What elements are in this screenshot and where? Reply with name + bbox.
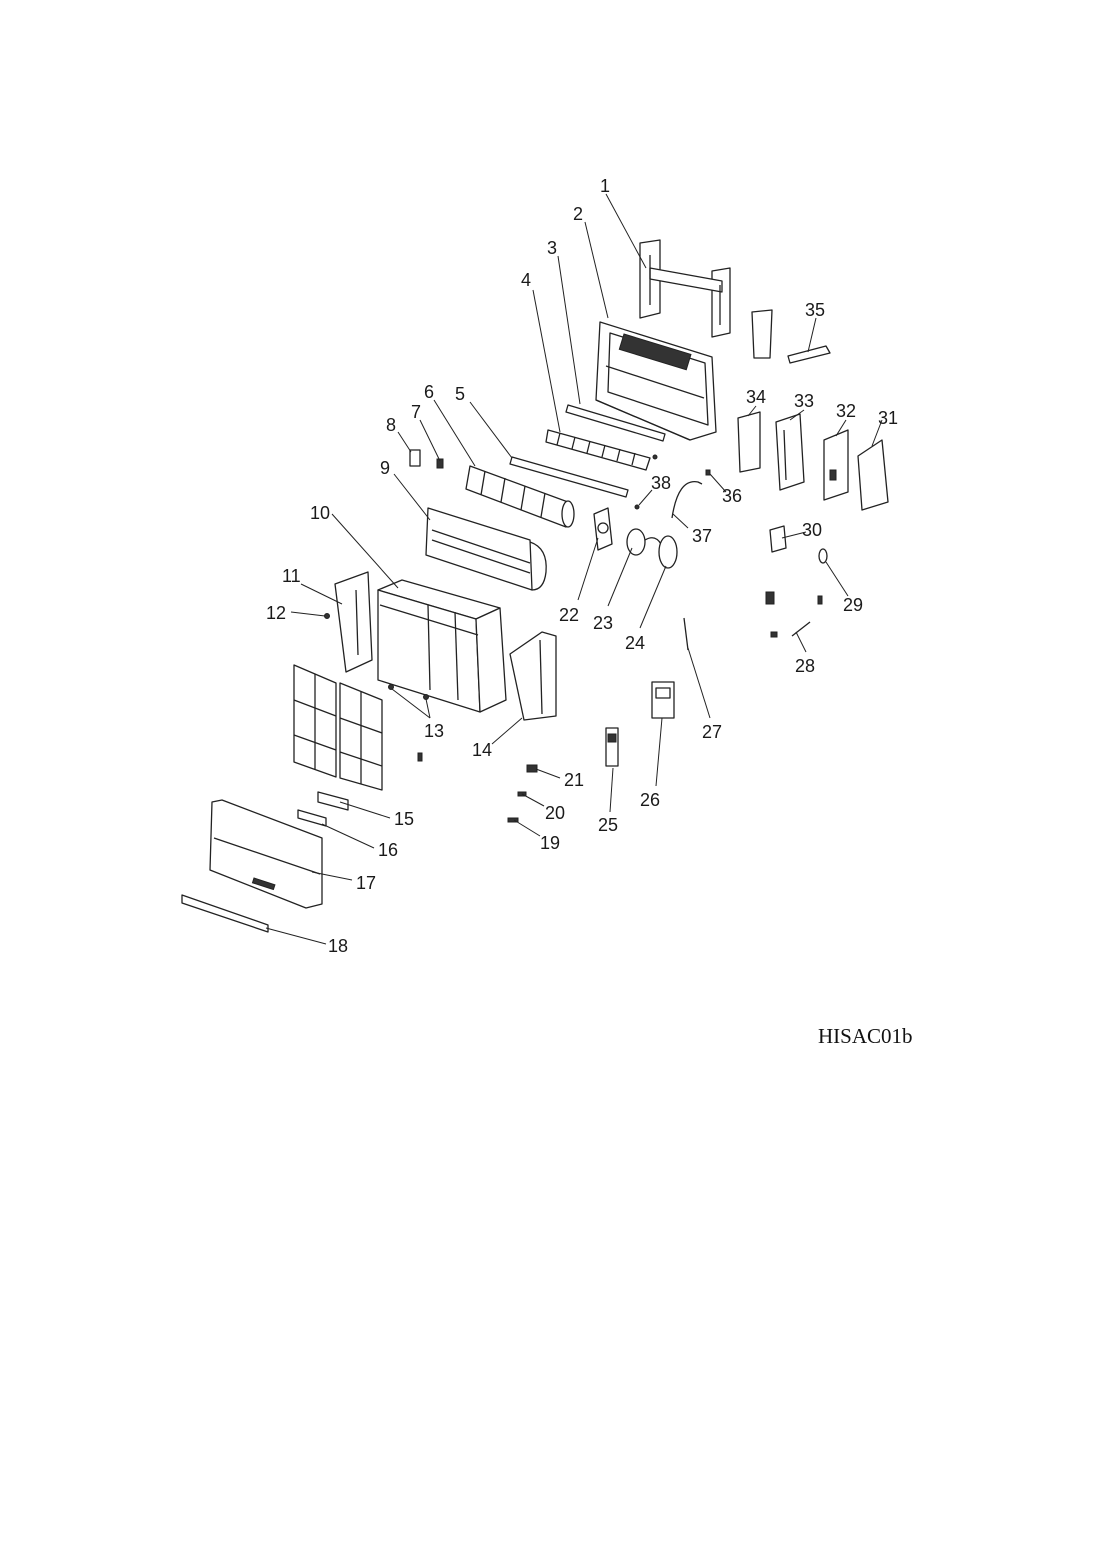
callout-31: 31 xyxy=(878,408,898,428)
callout-19: 19 xyxy=(540,833,560,853)
diagram-reference-code: HISAC01b xyxy=(818,1024,913,1048)
part-32-pcb xyxy=(823,429,849,501)
callout-16: 16 xyxy=(378,840,398,860)
callout-28: 28 xyxy=(795,656,815,676)
callout-14: 14 xyxy=(472,740,492,760)
callout-12: 12 xyxy=(266,603,286,623)
callout-29: 29 xyxy=(843,595,863,615)
callout-25: 25 xyxy=(598,815,618,835)
part-26-control-cover xyxy=(651,681,675,719)
callout-33: 33 xyxy=(794,391,814,411)
callout-26: 26 xyxy=(640,790,660,810)
callout-17: 17 xyxy=(356,873,376,893)
part-30-transformer xyxy=(769,525,787,553)
callout-6: 6 xyxy=(424,382,434,402)
part-6-cross-flow-fan xyxy=(465,465,575,528)
leader-lines xyxy=(265,193,883,945)
callout-34: 34 xyxy=(746,387,766,407)
part-7-fastener xyxy=(436,458,444,469)
callout-38: 38 xyxy=(651,473,671,493)
part-8-bracket xyxy=(409,449,421,467)
part-17-front-panel xyxy=(209,799,323,909)
callout-5: 5 xyxy=(455,384,465,404)
part-21-connector xyxy=(526,764,538,773)
part-filter-clip xyxy=(417,752,423,762)
callout-3: 3 xyxy=(547,238,557,258)
part-16-display-cover xyxy=(297,809,327,827)
air-filters xyxy=(293,664,383,791)
part-9-evaporator xyxy=(425,507,547,591)
part-38-screw xyxy=(634,454,658,510)
part-25-remote-control xyxy=(605,727,619,767)
part-37-cable xyxy=(671,481,703,519)
part-10-front-frame xyxy=(377,579,507,713)
callout-21: 21 xyxy=(564,770,584,790)
callout-4: 4 xyxy=(521,270,531,290)
part-4-louvers xyxy=(545,429,651,471)
callout-22: 22 xyxy=(559,605,579,625)
callout-23: 23 xyxy=(593,613,613,633)
part-13-clips xyxy=(388,684,429,700)
part-12-screw xyxy=(324,613,330,619)
part-18-bottom-strip xyxy=(181,894,269,933)
part-22-motor-bracket xyxy=(593,507,613,551)
part-27-sensor-wire xyxy=(683,617,689,651)
callout-20: 20 xyxy=(545,803,565,823)
callout-10: 10 xyxy=(310,503,330,523)
callout-36: 36 xyxy=(722,486,742,506)
part-24-motor-cover xyxy=(658,535,678,569)
part-36-screw xyxy=(705,469,711,476)
part-28-wiring xyxy=(765,591,823,638)
part-1-mounting-plate xyxy=(639,239,731,338)
part-3-drain-strip xyxy=(565,404,666,442)
part-15-display-board xyxy=(317,791,349,811)
callout-7: 7 xyxy=(411,402,421,422)
part-31-electric-box-cover xyxy=(857,439,889,511)
part-33-electric-box xyxy=(775,413,805,491)
callout-24: 24 xyxy=(625,633,645,653)
part-14-side-panel xyxy=(509,631,557,721)
part-pipe-bracket xyxy=(751,309,773,359)
callout-2: 2 xyxy=(573,204,583,224)
part-34-cover xyxy=(737,411,761,473)
callout-1: 1 xyxy=(600,176,610,196)
callout-13: 13 xyxy=(424,721,444,741)
callout-8: 8 xyxy=(386,415,396,435)
callout-30: 30 xyxy=(802,520,822,540)
callout-labels: 1 2 3 4 5 6 7 8 9 10 11 12 13 14 15 16 1… xyxy=(266,176,898,956)
part-23-fan-motor xyxy=(626,528,662,556)
part-29-capacitor xyxy=(818,548,828,564)
callout-37: 37 xyxy=(692,526,712,546)
part-19-sensor xyxy=(507,817,519,823)
part-2-chassis xyxy=(595,321,717,441)
callout-27: 27 xyxy=(702,722,722,742)
part-11-side-panel xyxy=(334,571,373,673)
callout-11: 11 xyxy=(282,566,301,586)
part-35-connecting-pipe xyxy=(787,345,831,364)
callout-32: 32 xyxy=(836,401,856,421)
callout-18: 18 xyxy=(328,936,348,956)
callout-15: 15 xyxy=(394,809,414,829)
part-5-rail xyxy=(509,456,629,498)
callout-9: 9 xyxy=(380,458,390,478)
callout-35: 35 xyxy=(805,300,825,320)
